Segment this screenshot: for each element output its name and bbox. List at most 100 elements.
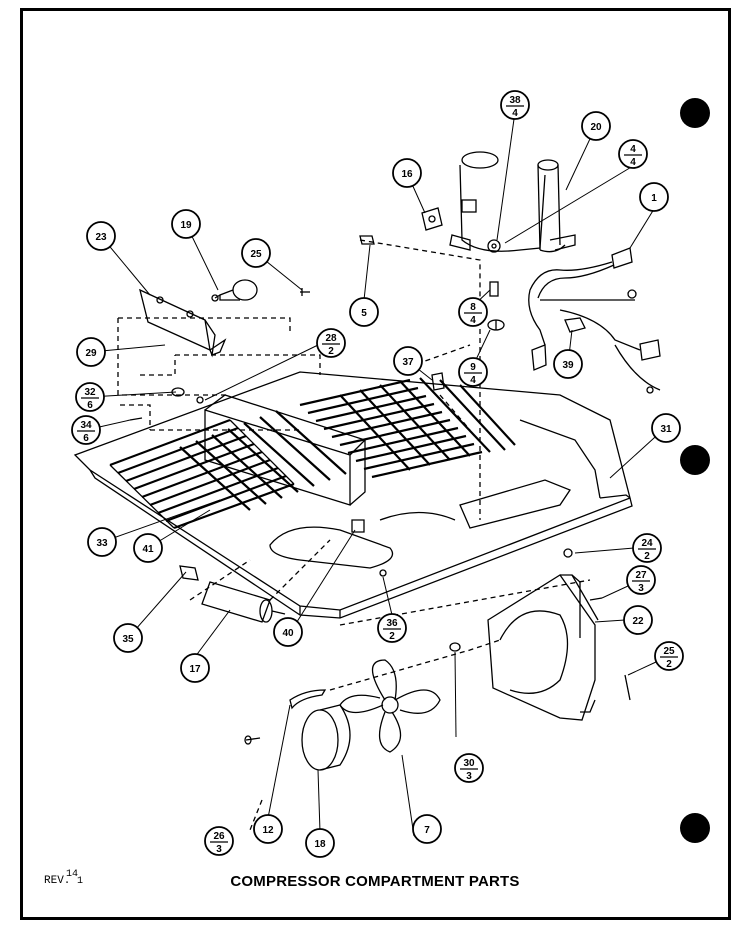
- callout-number: 5: [361, 308, 367, 319]
- callout-circle: [500, 90, 530, 120]
- clip-40: [351, 519, 365, 533]
- revision-mark: REV. 14 1: [44, 869, 83, 887]
- callout-layer: 1445784941216171819202223242252522632732…: [71, 90, 684, 858]
- callout-33: 33: [87, 527, 117, 557]
- grommet-16: [421, 207, 443, 231]
- revision-tail: 1: [77, 876, 84, 887]
- screw-25b: [624, 674, 631, 701]
- screw-36: [379, 569, 387, 577]
- callout-29: 29: [76, 337, 106, 367]
- motor-ring-18: [301, 704, 351, 771]
- callout-26-3: 263: [204, 826, 234, 856]
- callout-number: 4: [630, 144, 636, 155]
- callout-circle: [377, 613, 407, 643]
- fan-motor: [201, 581, 286, 623]
- callout-circle: [171, 209, 201, 239]
- callout-number: 36: [386, 618, 398, 629]
- callout-9-4: 94: [458, 357, 488, 387]
- callout-circle: [241, 238, 271, 268]
- callout-8-4: 84: [458, 297, 488, 327]
- callout-number: 35: [122, 634, 134, 645]
- callout-number: 17: [189, 664, 201, 675]
- binder-hole-middle: [680, 445, 710, 475]
- callout-number: 4: [512, 108, 518, 119]
- callout-number: 27: [635, 570, 647, 581]
- callout-37: 37: [393, 346, 423, 376]
- callout-30-3: 303: [454, 753, 484, 783]
- callout-number: 3: [466, 771, 472, 782]
- callout-number: 32: [84, 387, 96, 398]
- callout-number: 23: [95, 232, 107, 243]
- callout-circle: [253, 814, 283, 844]
- callout-number: 16: [401, 169, 413, 180]
- callout-number: 3: [638, 583, 644, 594]
- wire-clip-39: [564, 317, 586, 333]
- callout-circle: [75, 382, 105, 412]
- clip-37: [431, 372, 445, 391]
- callout-24-2: 242: [632, 533, 662, 563]
- base-pan: [73, 371, 633, 619]
- callout-circle: [618, 139, 648, 169]
- callout-number: 4: [470, 375, 476, 386]
- callout-circle: [553, 349, 583, 379]
- center-divider-panel: [204, 394, 367, 506]
- callout-number: 30: [463, 758, 475, 769]
- callout-25-2: 252: [654, 641, 684, 671]
- clamp-12: [289, 689, 327, 710]
- callout-circle: [113, 623, 143, 653]
- callout-number: 28: [325, 333, 337, 344]
- mounting-bracket: [139, 288, 227, 358]
- callout-circle: [454, 753, 484, 783]
- callout-circle: [639, 182, 669, 212]
- callout-number: 38: [509, 95, 521, 106]
- callout-40: 40: [273, 617, 303, 647]
- callout-number: 34: [80, 420, 92, 431]
- callout-number: 3: [216, 844, 222, 855]
- callout-circle: [412, 814, 442, 844]
- callout-number: 40: [282, 628, 294, 639]
- callout-1: 1: [639, 182, 669, 212]
- callout-19: 19: [171, 209, 201, 239]
- binder-hole-top: [680, 98, 710, 128]
- callout-number: 25: [250, 249, 262, 260]
- callout-38-4: 384: [500, 90, 530, 120]
- callout-number: 2: [666, 659, 672, 670]
- callout-number: 2: [328, 346, 334, 357]
- callout-circle: [393, 346, 423, 376]
- page-border: [20, 8, 731, 920]
- callout-number: 1: [651, 193, 657, 204]
- condenser-coil-left: [109, 410, 347, 530]
- callout-16: 16: [392, 158, 422, 188]
- callout-circle: [76, 337, 106, 367]
- callout-circle: [316, 328, 346, 358]
- callout-number: 22: [632, 616, 644, 627]
- callout-31: 31: [651, 413, 681, 443]
- callout-circle: [87, 527, 117, 557]
- callout-23: 23: [86, 221, 116, 251]
- screw-27: [589, 597, 603, 601]
- washer-9: [487, 319, 505, 331]
- callout-number: 2: [389, 631, 395, 642]
- callout-number: 2: [644, 551, 650, 562]
- callout-number: 12: [262, 825, 274, 836]
- condenser-coil-right: [299, 377, 516, 479]
- revision-label: REV.: [44, 875, 71, 887]
- callout-34-6: 346: [71, 415, 101, 445]
- screw-26: [244, 735, 261, 745]
- callout-number: 19: [180, 220, 192, 231]
- callout-number: 4: [630, 157, 636, 168]
- washer-30: [449, 642, 461, 652]
- callout-39: 39: [553, 349, 583, 379]
- callout-circle: [204, 826, 234, 856]
- callout-circle: [349, 297, 379, 327]
- callout-circle: [305, 828, 335, 858]
- callout-circle: [581, 111, 611, 141]
- wire-harness: [528, 247, 661, 394]
- callout-circle: [458, 297, 488, 327]
- callout-circle: [623, 605, 653, 635]
- callout-number: 24: [641, 538, 653, 549]
- callout-number: 25: [663, 646, 675, 657]
- screw-25: [300, 288, 310, 296]
- motor-mount-35: [179, 565, 199, 581]
